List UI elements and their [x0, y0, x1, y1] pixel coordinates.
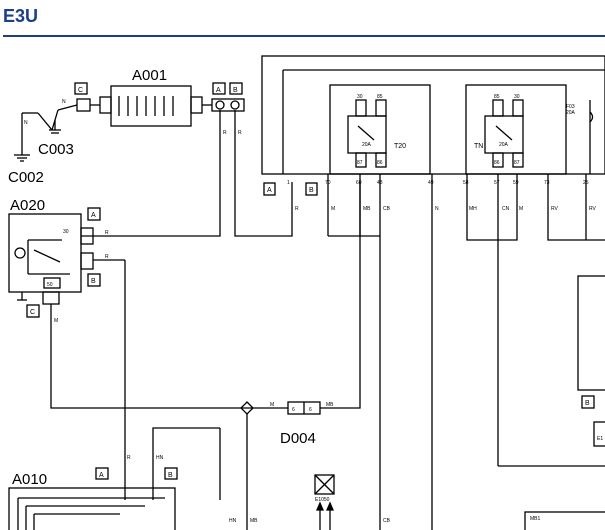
- wire-r-a001-a020: [81, 110, 221, 237]
- wire-mh-cn: [466, 174, 518, 241]
- ecu-conn-b: B: [309, 187, 314, 194]
- right-module: [577, 275, 605, 391]
- tn-rating: 20A: [499, 142, 509, 148]
- pin-59: 59: [513, 180, 519, 186]
- e1-label: E1: [597, 436, 603, 442]
- wire-label-r4: R: [105, 254, 109, 260]
- wire-label-r2: R: [238, 130, 242, 136]
- pin-70: 70: [325, 180, 331, 186]
- mb1-component: [524, 511, 605, 530]
- a020-pin-30: 30: [63, 229, 69, 235]
- t20-pin-87: 87: [357, 160, 363, 166]
- wire-label-hn2: HN: [229, 518, 237, 524]
- t20-pin-86: 86: [377, 160, 383, 166]
- wire-hn: [152, 427, 170, 500]
- a001-conn-a: A: [216, 87, 221, 94]
- wire-label-n1: N: [24, 120, 28, 126]
- wire-label-rv2: RV: [589, 206, 597, 212]
- wire-label-cn: CN: [502, 206, 510, 212]
- t20-pin-30: 30: [357, 94, 363, 100]
- a020-label: A020: [10, 197, 45, 214]
- wire-label-r3: R: [105, 230, 109, 236]
- a001-label: A001: [132, 67, 167, 84]
- a010-component: [8, 467, 178, 530]
- d004-pin-left: 6: [292, 407, 295, 413]
- pin-58: 58: [463, 180, 469, 186]
- ground-c003-symbol: [49, 120, 61, 134]
- pin-25: 25: [583, 180, 589, 186]
- tn-label: TN: [474, 143, 483, 150]
- wire-label-n3: N: [435, 206, 439, 212]
- wire-label-mb2: MB: [326, 402, 334, 408]
- f03-label: F03: [566, 104, 575, 110]
- pin-57: 57: [494, 180, 500, 186]
- wire-label-m2: M: [54, 318, 58, 324]
- tn-pin-87: 87: [514, 160, 520, 166]
- e1050-label: E1050: [315, 497, 330, 503]
- wire-label-r5: R: [295, 206, 299, 212]
- page-title: E3U: [3, 6, 38, 26]
- a020-component: [8, 207, 101, 318]
- ecu-box: [261, 55, 605, 196]
- a020-conn-a: A: [91, 212, 96, 219]
- wire-r-a001-ecu: [234, 110, 293, 237]
- wire-label-mb1: MB: [363, 206, 371, 212]
- right-conn-b: B: [585, 400, 590, 407]
- wire-label-rv1: RV: [551, 206, 559, 212]
- f03-rating: 20A: [566, 110, 576, 116]
- a001-conn-c: C: [78, 87, 83, 94]
- t20-label: T20: [394, 143, 406, 150]
- d004-pin-right: 6: [309, 407, 312, 413]
- c003-label: C003: [38, 141, 74, 158]
- wire-label-cb2: CB: [383, 518, 391, 524]
- wire-label-r1: R: [223, 130, 227, 136]
- wire-label-m3: M: [270, 402, 274, 408]
- wire-mb-d004-ecu: [320, 182, 361, 409]
- pin-48: 48: [377, 180, 383, 186]
- pin-49: 49: [428, 180, 434, 186]
- wire-label-cb1: CB: [383, 206, 391, 212]
- t20-rating: 20A: [362, 142, 372, 148]
- ecu-conn-a: A: [267, 187, 272, 194]
- d004-label: D004: [280, 430, 316, 447]
- pin-1: 1: [287, 180, 290, 186]
- ground-c002-symbol: [14, 104, 78, 162]
- wire-label-mh: MH: [469, 206, 477, 212]
- wire-m-a020-d004: [50, 304, 288, 409]
- tn-pin-86: 86: [494, 160, 500, 166]
- c002-label: C002: [8, 169, 44, 186]
- e1050-component: [314, 474, 335, 530]
- a020-conn-b: B: [91, 278, 96, 285]
- a010-conn-b: B: [168, 472, 173, 479]
- a020-conn-c: C: [30, 309, 35, 316]
- wire-label-m1: M: [331, 206, 335, 212]
- wire-label-mb3: MB: [250, 518, 258, 524]
- tn-pin-30: 30: [514, 94, 520, 100]
- a010-conn-a: A: [99, 472, 104, 479]
- a001-component: [74, 82, 245, 127]
- pin-73: 73: [544, 180, 550, 186]
- tn-pin-85: 85: [494, 94, 500, 100]
- a010-label: A010: [12, 471, 47, 488]
- pin-60: 60: [356, 180, 362, 186]
- mb1-label: MB1: [530, 516, 541, 522]
- a020-pin-50: 50: [47, 282, 53, 288]
- wire-label-hn1: HN: [156, 455, 164, 461]
- a001-conn-b: B: [233, 87, 238, 94]
- t20-pin-85: 85: [377, 94, 383, 100]
- wire-label-r6: R: [127, 455, 131, 461]
- wire-label-m4: M: [519, 206, 523, 212]
- wire-label-n2: N: [62, 99, 66, 105]
